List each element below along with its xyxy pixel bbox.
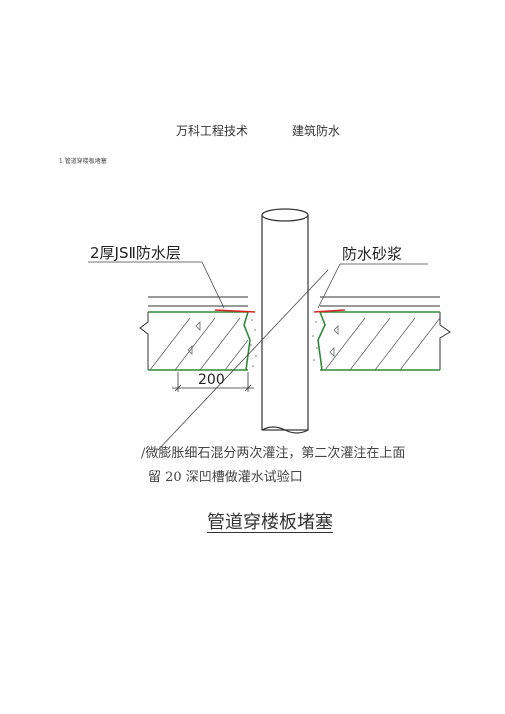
header-right: 建筑防水 — [292, 124, 341, 138]
header-left: 万科工程技术 — [176, 124, 249, 138]
waterproof-lines — [148, 311, 440, 371]
page-header: 万科工程技术 建筑防水 — [0, 122, 505, 142]
section-title: 1 管道穿楼板堵塞 — [59, 158, 107, 165]
slab-outline-left — [139, 296, 248, 370]
leader-lines — [88, 261, 428, 451]
note-line-1: /微膨胀细石混分两次灌注，第二次灌注在上面 — [141, 446, 406, 461]
label-waterproof-layer: 2厚JSⅡ防水层 — [90, 244, 181, 262]
aggregate-marks — [187, 321, 339, 357]
slab-outline-right — [320, 296, 451, 370]
grout-fill — [250, 319, 318, 367]
pipe — [261, 208, 309, 434]
label-mortar: 防水砂浆 — [342, 245, 402, 263]
dimension-value: 200 — [198, 372, 225, 388]
membrane-accents — [214, 309, 346, 313]
slab-hatch — [149, 317, 441, 371]
note-line-2: 留 20 深凹槽做灌水试验口 — [148, 470, 303, 485]
figure-caption: 管道穿楼板堵塞 — [207, 512, 333, 533]
dimension-line — [172, 372, 254, 392]
